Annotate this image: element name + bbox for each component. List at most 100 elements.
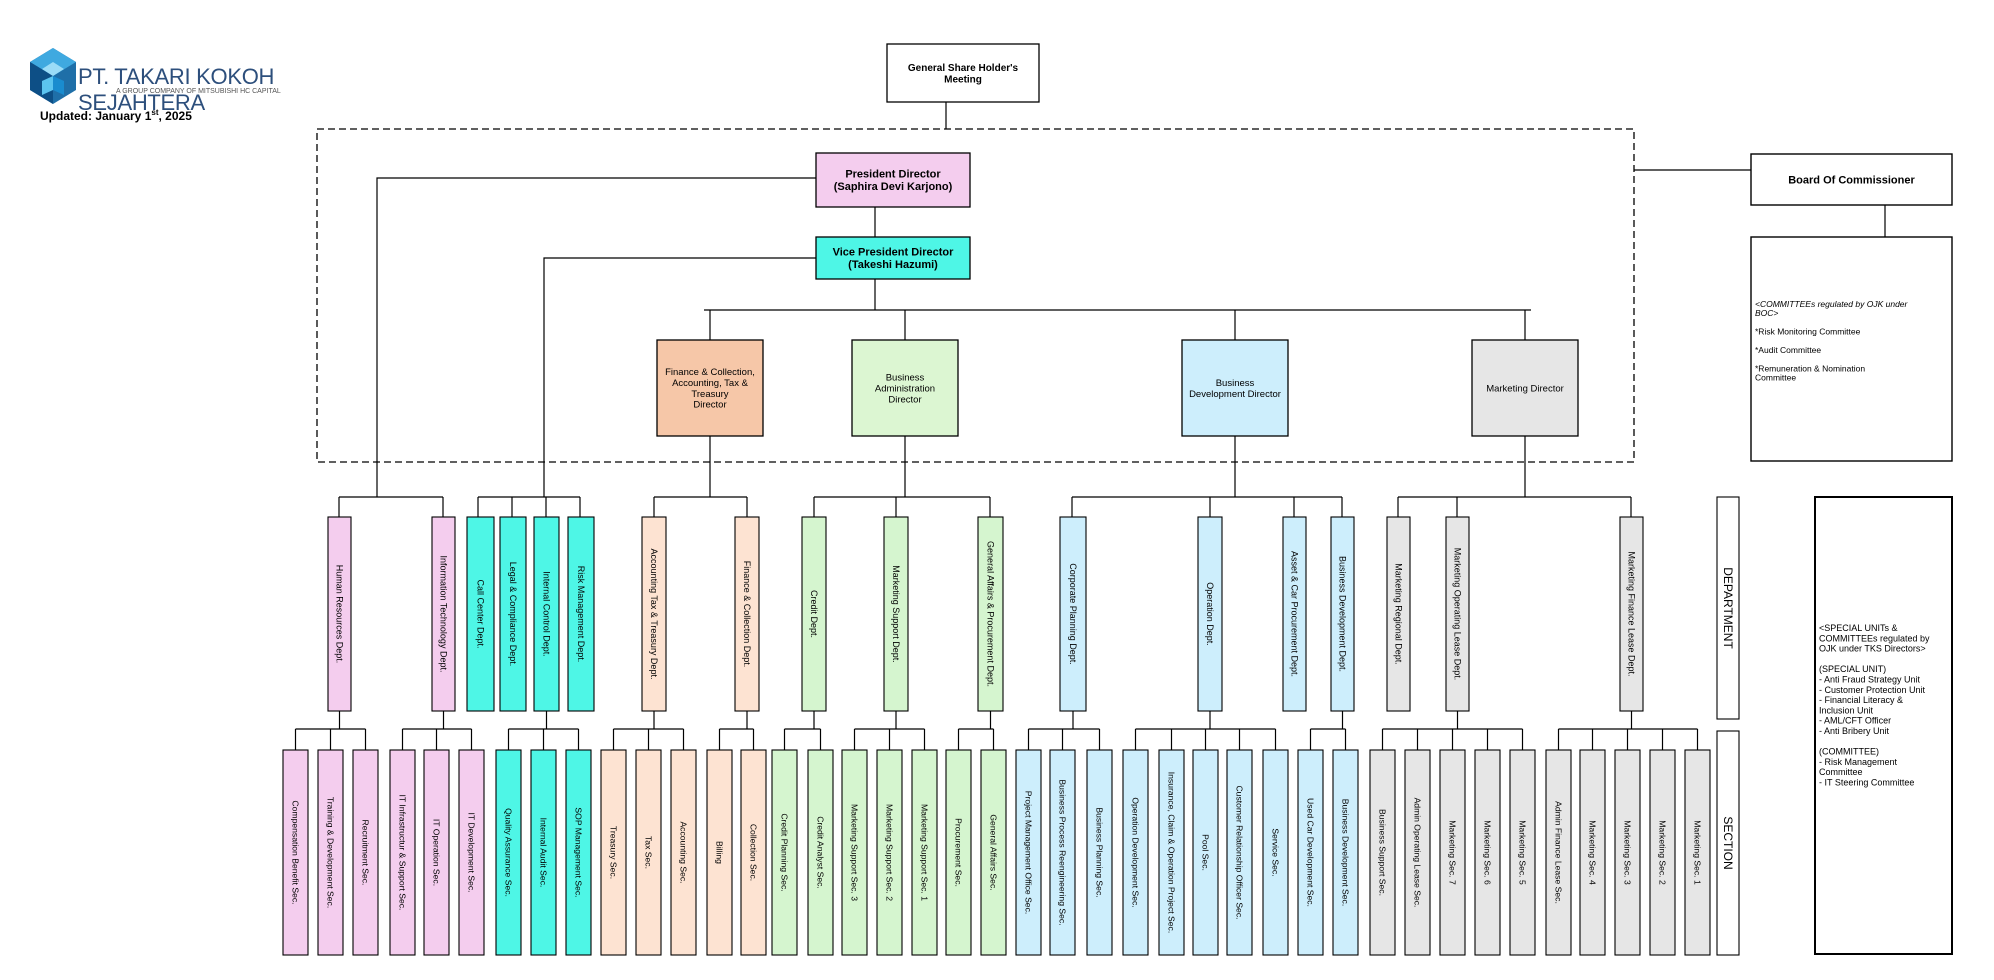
vice-president-director-label: Vice President Director [833,247,955,259]
section-5: IT Operation Sec. [423,749,450,956]
committees-box-label: *Remuneration & Nomination [1755,363,1865,373]
section-25-label: Operation Development Sec. [1131,797,1141,907]
section-37: Admin Finance Lease Sec. [1545,749,1572,956]
section-15: Credit Planning Sec. [771,749,798,956]
department-11: General Affairs & Procurement Dept. [977,516,1004,712]
vice-president-director-box [815,236,971,280]
section-12: Accounting Sec. [670,749,697,956]
department-8: Finance & Collection Dept. [734,516,760,712]
department-side-label: DEPARTMENT [1716,496,1740,720]
section-37-label: Admin Finance Lease Sec. [1554,801,1564,904]
section-7: Quality Assurance Sec. [495,749,522,956]
department-3-label: Call Center Dept. [476,579,486,648]
section-27-label: Pool Sec. [1201,834,1211,871]
department-13-box [1197,516,1223,712]
section-39-label: Marketing Sec. 3 [1623,820,1633,885]
section-7-box [495,749,522,956]
department-15-label: Business Development Dept. [1338,556,1348,672]
special-units-box: <SPECIAL UNITs &COMMITTEEs regulated byO… [1814,496,1953,955]
special-units-frame [1814,496,1953,955]
section-7-label: Quality Assurance Sec. [504,808,514,897]
director-1-label: Treasury [691,389,728,400]
section-11-label: Tax Sec. [644,836,654,869]
section-30-label: Used Car Development Sec. [1306,798,1316,907]
section-34-box [1439,749,1466,956]
section-13-box [706,749,733,956]
department-4: Legal & Compliance Dept. [499,516,527,712]
vice-president-director: Vice President Director(Takeshi Hazumi) [815,236,971,280]
section-3: Recruitment Sec. [352,749,379,956]
section-13: Billing [706,749,733,956]
department-1-label: Human Resources Dept. [335,565,345,664]
department-17-box [1445,516,1470,712]
department-5-box [533,516,560,712]
department-17: Marketing Operating Lease Dept. [1445,516,1470,712]
committees-box-label: Committee [1755,373,1796,383]
section-10-box [600,749,627,956]
director-2-label: Administration [875,383,935,394]
section-4: IT Infrastructur & Support Sec. [389,749,416,956]
section-29-box [1262,749,1289,956]
director-4-label: Marketing Director [1486,383,1564,394]
department-9-box [801,516,827,712]
section-38: Marketing Sec. 4 [1579,749,1606,956]
company-name: PT. TAKARI KOKOH SEJAHTERA [78,64,275,115]
department-12: Corporate Planning Dept. [1059,516,1087,712]
special-units-line: - Customer Protection Unit [1819,685,1926,695]
department-5: Internal Control Dept. [533,516,560,712]
committees-box-label: *Risk Monitoring Committee [1755,327,1861,337]
department-16-box [1386,516,1411,712]
department-2-box [431,516,456,712]
special-units-line: - Anti Bribery Unit [1819,726,1890,736]
section-24: Business Planning Sec. [1086,749,1113,956]
department-11-label: General Affairs & Procurement Dept. [986,541,996,687]
section-18-label: Marketing Support Sec. 2 [885,804,895,901]
section-41-label: Marketing Sec. 1 [1693,820,1703,885]
department-6-label: Risk Management Dept. [576,566,586,663]
department-12-box [1059,516,1087,712]
section-12-label: Accounting Sec. [679,821,689,883]
department-17-label: Marketing Operating Lease Dept. [1453,548,1463,681]
director-3-label: Development Director [1189,389,1281,400]
president-director-label: (Saphira Devi Karjono) [834,181,953,193]
department-side-label-label: DEPARTMENT [1721,567,1735,649]
department-7: Accounting Tax & Treasury Dept. [641,516,667,712]
section-14: Collection Sec. [740,749,767,956]
director-1-label: Accounting, Tax & [672,378,749,389]
department-15-box [1330,516,1355,712]
committees-box-label: BOC> [1755,308,1778,318]
section-35-label: Marketing Sec. 6 [1483,820,1493,885]
section-30: Used Car Development Sec. [1297,749,1324,956]
section-4-label: IT Infrastructur & Support Sec. [398,795,408,911]
department-11-box [977,516,1004,712]
director-3-label: Business [1216,378,1255,389]
department-10: Marketing Support Dept. [883,516,909,712]
section-41-box [1684,749,1711,956]
company-logo: PT. TAKARI KOKOH SEJAHTERA A GROUP COMPA… [30,48,330,115]
section-3-box [352,749,379,956]
section-35-box [1474,749,1501,956]
section-25-box [1122,749,1149,956]
section-6-label: IT Development Sec. [467,812,477,892]
section-36: Marketing Sec. 5 [1509,749,1536,956]
department-3-box [466,516,495,712]
director-2-label: Business [886,372,925,383]
section-32-box [1369,749,1396,956]
department-16: Marketing Regional Dept. [1386,516,1411,712]
section-11-box [635,749,662,956]
section-21-box [980,749,1007,956]
section-8-box [530,749,557,956]
section-side-label-label: SECTION [1721,816,1735,869]
section-34: Marketing Sec. 7 [1439,749,1466,956]
updated-year: , 2025 [158,109,192,123]
director-2-label: Director [888,394,921,405]
section-2-label: Training & Development Sec. [326,797,336,908]
section-28: Customer Relationship Officer Sec. [1226,749,1253,956]
section-6: IT Development Sec. [458,749,485,956]
section-41: Marketing Sec. 1 [1684,749,1711,956]
department-18-label: Marketing Finance Lease Dept. [1627,551,1637,676]
section-23: Business Process Reengineering Sec. [1049,749,1076,956]
section-15-box [771,749,798,956]
